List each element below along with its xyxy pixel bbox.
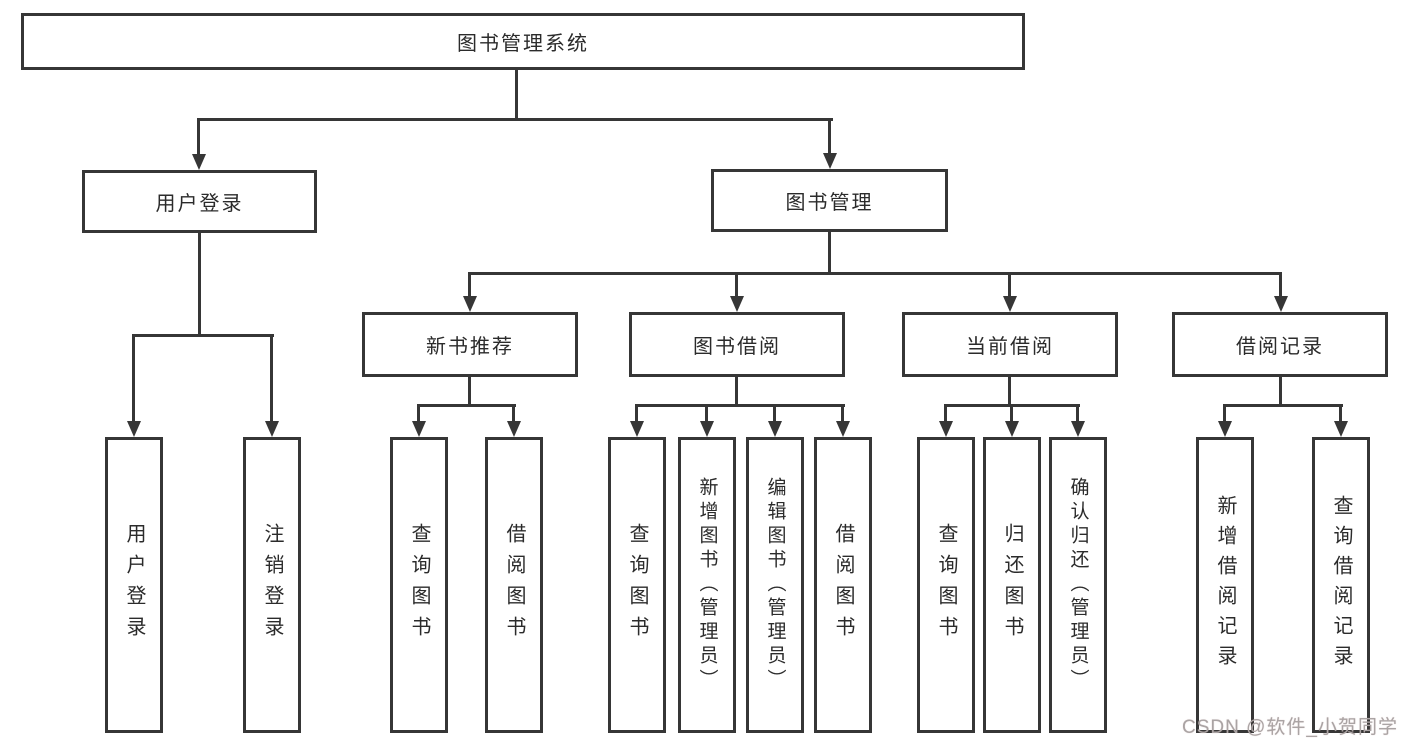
connector-drop-line	[1339, 404, 1342, 423]
node-user-login: 用户登录	[82, 170, 317, 233]
connector-drop-line	[773, 404, 776, 423]
arrow-down-icon	[630, 421, 644, 437]
leaf-borrow-books-2: 借阅图书	[814, 437, 872, 733]
node-book-management: 图书管理	[711, 169, 948, 232]
node-label: 图书管理	[785, 192, 874, 214]
leaf-label: 借阅图书	[503, 523, 525, 647]
arrow-down-icon	[412, 421, 426, 437]
connector-drop-line	[635, 404, 638, 423]
leaf-query-books-3: 查询图书	[917, 437, 975, 733]
connector-level3-bus-line	[468, 272, 1282, 275]
connector-stem-line	[1008, 377, 1011, 407]
connector-root-stem-line	[515, 70, 518, 120]
leaf-logout: 注销登录	[243, 437, 301, 733]
leaf-borrow-books-1: 借阅图书	[485, 437, 543, 733]
arrow-down-icon	[192, 154, 206, 170]
leaf-label: 借阅图书	[832, 523, 854, 647]
connector-bus-line	[417, 404, 516, 407]
connector-user-bus-line	[133, 334, 274, 337]
leaf-label: 查询图书	[935, 523, 957, 647]
leaf-query-borrow-record: 查询借阅记录	[1312, 437, 1370, 733]
watermark: CSDN @软件_小贺同学	[1182, 717, 1398, 738]
leaf-label: 归还图书	[1001, 523, 1023, 647]
connector-drop-book-mgmt-line	[828, 118, 831, 156]
arrow-down-icon	[1005, 421, 1019, 437]
leaf-user-login: 用户登录	[105, 437, 163, 733]
connector-drop-line	[1008, 272, 1011, 298]
leaf-label: 查询图书	[626, 523, 648, 647]
connector-stem-line	[735, 377, 738, 407]
arrow-down-icon	[730, 296, 744, 312]
arrow-down-icon	[836, 421, 850, 437]
connector-stem-line	[468, 377, 471, 407]
arrow-down-icon	[1274, 296, 1288, 312]
arrow-down-icon	[768, 421, 782, 437]
node-label: 图书借阅	[693, 336, 781, 358]
leaf-return-books: 归还图书	[983, 437, 1041, 733]
leaf-label: 新增借阅记录	[1214, 495, 1236, 675]
leaf-label: 新增图书（管理员）	[696, 477, 718, 693]
connector-drop-line	[944, 404, 947, 423]
arrow-down-icon	[127, 421, 141, 437]
arrow-down-icon	[463, 296, 477, 312]
arrow-down-icon	[1003, 296, 1017, 312]
leaf-label: 确认归还（管理员）	[1067, 477, 1089, 693]
leaf-label: 用户登录	[123, 523, 145, 647]
leaf-query-books-2: 查询图书	[608, 437, 666, 733]
node-new-book-recommend: 新书推荐	[362, 312, 578, 377]
arrow-down-icon	[700, 421, 714, 437]
connector-bus-line	[635, 404, 845, 407]
connector-drop-line	[512, 404, 515, 423]
node-label: 当前借阅	[966, 336, 1054, 358]
connector-drop-line	[841, 404, 844, 423]
node-label: 借阅记录	[1236, 336, 1324, 358]
connector-user-stem-line	[198, 233, 201, 337]
connector-drop-line	[417, 404, 420, 423]
connector-drop-line	[1010, 404, 1013, 423]
leaf-query-books-1: 查询图书	[390, 437, 448, 733]
node-book-borrow: 图书借阅	[629, 312, 845, 377]
leaf-confirm-return-admin: 确认归还（管理员）	[1049, 437, 1107, 733]
connector-drop-line	[1279, 272, 1282, 298]
leaf-label: 注销登录	[261, 523, 283, 647]
connector-bus-line	[1223, 404, 1343, 407]
leaf-edit-books-admin: 编辑图书（管理员）	[746, 437, 804, 733]
node-borrow-records: 借阅记录	[1172, 312, 1388, 377]
node-current-borrow: 当前借阅	[902, 312, 1118, 377]
leaf-add-books-admin: 新增图书（管理员）	[678, 437, 736, 733]
node-label: 用户登录	[155, 193, 244, 215]
node-library-management-system: 图书管理系统	[21, 13, 1025, 70]
arrow-down-icon	[265, 421, 279, 437]
leaf-label: 编辑图书（管理员）	[764, 477, 786, 693]
connector-drop-line	[735, 272, 738, 298]
connector-stem-line	[1279, 377, 1282, 407]
node-label: 新书推荐	[426, 336, 514, 358]
connector-drop-line	[1076, 404, 1079, 423]
arrow-down-icon	[939, 421, 953, 437]
connector-drop-line	[270, 334, 273, 423]
leaf-add-borrow-record: 新增借阅记录	[1196, 437, 1254, 733]
leaf-label: 查询图书	[408, 523, 430, 647]
arrow-down-icon	[1071, 421, 1085, 437]
arrow-down-icon	[507, 421, 521, 437]
connector-drop-user-login-line	[197, 118, 200, 156]
connector-mgmt-stem-line	[828, 232, 831, 275]
arrow-down-icon	[1334, 421, 1348, 437]
connector-level2-bus-line	[197, 118, 833, 121]
node-label: 图书管理系统	[457, 33, 589, 55]
arrow-down-icon	[823, 153, 837, 169]
connector-drop-line	[132, 334, 135, 423]
connector-drop-line	[468, 272, 471, 298]
leaf-label: 查询借阅记录	[1330, 495, 1352, 675]
connector-drop-line	[705, 404, 708, 423]
arrow-down-icon	[1218, 421, 1232, 437]
connector-drop-line	[1223, 404, 1226, 423]
